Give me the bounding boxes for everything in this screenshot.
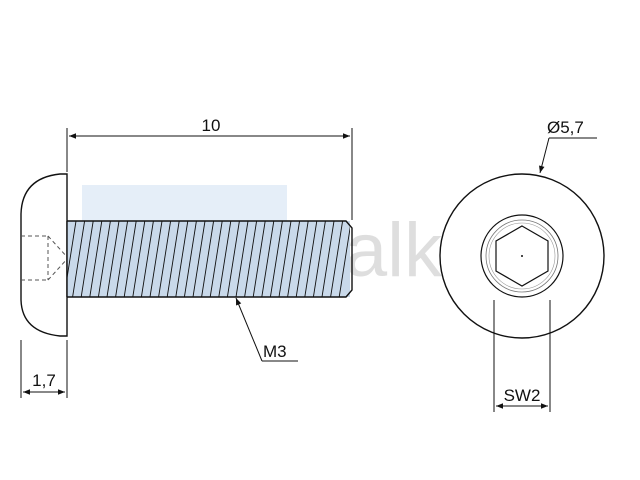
thread-flank: [97, 220, 111, 298]
thread-flank: [175, 220, 189, 298]
head-height-label: 1,7: [32, 371, 56, 390]
diameter-label: Ø5,7: [547, 118, 584, 137]
socket-size-dimension: SW2: [496, 386, 548, 409]
thread-flank: [218, 220, 232, 298]
thread-callout: M3: [235, 297, 298, 362]
threaded-shank: [66, 220, 353, 298]
socket-outer-circle: [480, 214, 564, 298]
thread-flank: [330, 220, 344, 298]
diameter-callout: Ø5,7: [539, 118, 597, 174]
thread-flank: [149, 220, 163, 298]
thread-flank: [252, 220, 266, 298]
head-height-dimension: 1,7: [23, 371, 65, 395]
thread-flank: [192, 220, 206, 298]
thread-flank: [80, 220, 94, 298]
length-label: 10: [202, 116, 221, 135]
thread-flank: [338, 225, 350, 298]
center-dot: [521, 255, 523, 257]
side-view: 10 M3 1,7: [20, 116, 353, 398]
hidden-socket-lines: [21, 235, 69, 281]
hex-socket: [495, 225, 549, 287]
thread-flank: [261, 220, 275, 298]
thread-flank: [106, 220, 120, 298]
thread-flank: [209, 220, 223, 298]
thread-flank: [226, 220, 240, 298]
thread-flank: [304, 220, 318, 298]
socket-size-label: SW2: [504, 386, 541, 405]
thread-flank: [278, 220, 292, 298]
length-dimension: 10: [69, 116, 350, 139]
screw-head: [20, 173, 68, 337]
thread-flank: [201, 220, 215, 298]
thread-flank: [269, 220, 283, 298]
thread-flank: [321, 220, 335, 298]
thread-flank: [158, 220, 172, 298]
thread-flank: [287, 220, 301, 298]
thread-flank: [67, 220, 77, 281]
thread-flank: [123, 220, 137, 298]
thread-flank: [244, 220, 258, 298]
thread-label: M3: [263, 342, 287, 361]
thread-flank: [183, 220, 197, 298]
thread-flank: [166, 220, 180, 298]
end-view: Ø5,7 SW2: [439, 118, 605, 412]
thread-flank: [295, 220, 309, 298]
extension-lines: [20, 128, 353, 398]
thread-flank: [235, 220, 249, 298]
thread-flank: [115, 220, 129, 298]
socket-inner-circle: [485, 219, 559, 293]
thread-flank: [89, 220, 103, 298]
thread-flank: [312, 220, 326, 298]
thread-flank: [72, 220, 86, 298]
thread-flank: [132, 220, 146, 298]
thread-flank: [140, 220, 154, 298]
